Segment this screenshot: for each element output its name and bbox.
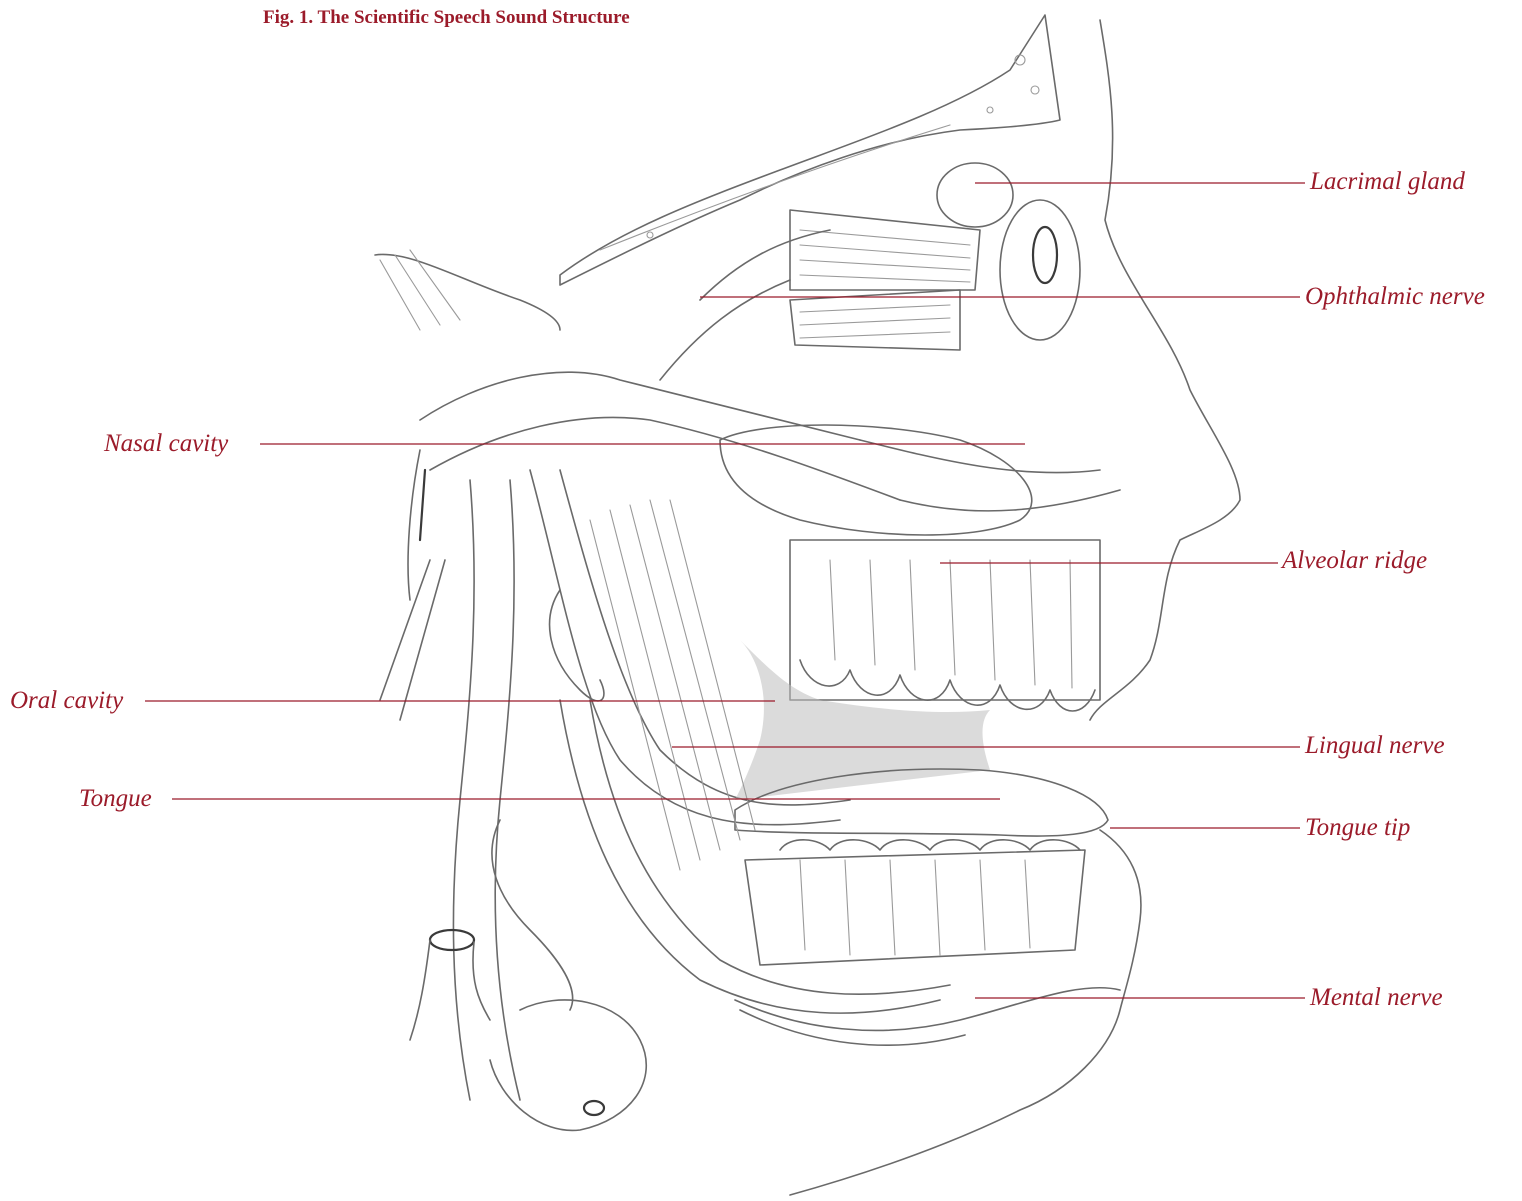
- oral-cavity-shading: [735, 640, 990, 800]
- posterior-sketch: [375, 250, 560, 600]
- masseter-fibres: [590, 500, 755, 870]
- nerve-trunk: [380, 230, 1120, 1100]
- label-lacrimal-gland: Lacrimal gland: [1310, 167, 1465, 197]
- eye: [790, 163, 1080, 350]
- label-ophthalmic-nerve: Ophthalmic nerve: [1305, 282, 1485, 312]
- label-mental-nerve: Mental nerve: [1310, 983, 1443, 1013]
- label-tongue: Tongue: [79, 784, 152, 814]
- label-alveolar-ridge: Alveolar ridge: [1282, 546, 1427, 576]
- leader-lines: [145, 183, 1305, 998]
- label-oral-cavity: Oral cavity: [10, 686, 123, 716]
- neck-vessels: [410, 590, 646, 1130]
- lower-teeth: [735, 840, 1120, 1045]
- frontal-bone: [560, 15, 1060, 285]
- label-lingual-nerve: Lingual nerve: [1305, 731, 1445, 761]
- upper-teeth: [790, 540, 1100, 711]
- nasal-cavity-region: [720, 425, 1032, 535]
- label-tongue-tip: Tongue tip: [1305, 813, 1410, 843]
- face-profile: [790, 20, 1240, 1195]
- label-nasal-cavity: Nasal cavity: [104, 429, 228, 459]
